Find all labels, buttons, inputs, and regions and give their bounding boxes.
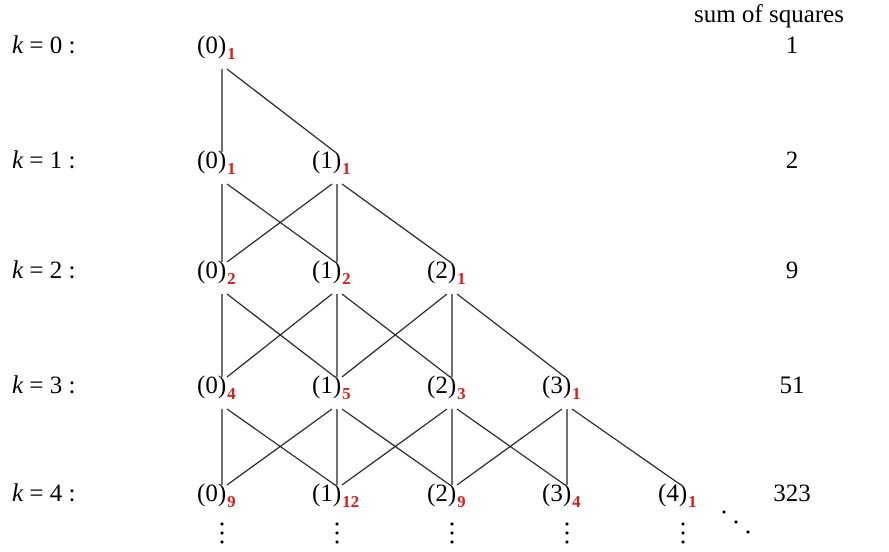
node-label: (0)	[197, 257, 227, 284]
vdots-col1	[335, 531, 339, 535]
sum-value-k0: 1	[785, 32, 799, 59]
edge-k2-j2-right	[456, 293, 566, 378]
sum-value-k1: 2	[785, 147, 799, 174]
edge-k3-j2-left	[341, 408, 448, 486]
sum-value-k3: 51	[779, 372, 805, 399]
vdots-col4	[681, 531, 685, 535]
node-count: 9	[457, 492, 466, 511]
vdots-col0	[220, 522, 224, 526]
vdots-col2	[450, 522, 454, 526]
node-count: 1	[688, 492, 697, 511]
node-count: 2	[342, 269, 351, 288]
node-label: (2)	[427, 372, 457, 399]
node-k2-j0: (0)2	[197, 257, 236, 287]
vdots-col0	[220, 531, 224, 535]
row-label-k3: k = 3 :	[12, 372, 76, 399]
node-k3-j1: (1)5	[312, 372, 351, 402]
node-label: (2)	[427, 480, 457, 507]
sum-value-k2: 9	[785, 257, 799, 284]
row-label-k1: k = 1 :	[12, 147, 76, 174]
edge-k2-j0-right	[226, 293, 336, 378]
node-label: (1)	[312, 480, 342, 507]
node-label: (3)	[542, 480, 572, 507]
node-count: 2	[227, 269, 236, 288]
row-label-k2: k = 2 :	[12, 257, 76, 284]
node-k1-j0: (0)1	[197, 147, 236, 177]
edge-k2-j2-left	[341, 293, 448, 378]
edge-k1-j0-right	[226, 183, 336, 263]
node-count: 9	[227, 492, 236, 511]
row-label-k4: k = 4 :	[12, 480, 76, 507]
vdots-col2	[450, 531, 454, 535]
node-k3-j2: (2)3	[427, 372, 466, 402]
node-k4-j0: (0)9	[197, 480, 236, 510]
node-count: 4	[227, 384, 236, 403]
node-label: (0)	[197, 372, 227, 399]
node-count: 1	[342, 159, 351, 178]
vdots-col1	[335, 522, 339, 526]
sum-value-k4: 323	[773, 480, 811, 507]
edge-k3-j0-right	[226, 408, 336, 486]
node-k0-j0: (0)1	[197, 32, 236, 62]
node-k2-j1: (1)2	[312, 257, 351, 287]
node-label: (1)	[312, 147, 342, 174]
node-count: 12	[342, 492, 360, 511]
edge-k1-j1-left	[226, 183, 333, 263]
edge-k3-j3-left	[456, 408, 563, 486]
node-count: 3	[457, 384, 466, 403]
node-label: (0)	[197, 480, 227, 507]
node-label: (4)	[658, 480, 688, 507]
row-label-k0: k = 0 :	[12, 32, 76, 59]
edge-k0-j0-right	[226, 68, 336, 153]
node-count: 1	[457, 269, 466, 288]
vdots-col3	[565, 540, 569, 544]
edge-k2-j1-right	[341, 293, 451, 378]
edge-k3-j1-left	[226, 408, 333, 486]
node-label: (1)	[312, 372, 342, 399]
node-label: (0)	[197, 147, 227, 174]
node-k2-j2: (2)1	[427, 257, 466, 287]
ddots	[734, 520, 738, 524]
edge-k3-j1-right	[341, 408, 451, 486]
edge-k1-j1-right	[341, 183, 451, 263]
vdots-col1	[335, 540, 339, 544]
vdots-col3	[565, 522, 569, 526]
vdots-col4	[681, 522, 685, 526]
node-k3-j0: (0)4	[197, 372, 236, 402]
node-label: (2)	[427, 257, 457, 284]
node-k1-j1: (1)1	[312, 147, 351, 177]
edge-k3-j2-right	[456, 408, 566, 486]
node-count: 1	[227, 44, 236, 63]
node-k4-j4: (4)1	[658, 480, 697, 510]
node-label: (1)	[312, 257, 342, 284]
node-label: (0)	[197, 32, 227, 59]
vdots-col2	[450, 540, 454, 544]
node-k4-j2: (2)9	[427, 480, 466, 510]
node-k3-j3: (3)1	[542, 372, 581, 402]
ddots	[746, 530, 750, 534]
node-label: (3)	[542, 372, 572, 399]
node-count: 5	[342, 384, 351, 403]
node-count: 4	[572, 492, 581, 511]
vdots-col3	[565, 531, 569, 535]
ddots	[722, 510, 726, 514]
node-k4-j3: (3)4	[542, 480, 581, 510]
edge-k2-j1-left	[226, 293, 333, 378]
sum-of-squares-header: sum of squares	[694, 1, 844, 28]
vdots-col0	[220, 540, 224, 544]
vdots-col4	[681, 540, 685, 544]
node-count: 1	[572, 384, 581, 403]
edge-k3-j3-right	[571, 408, 682, 486]
node-k4-j1: (1)12	[312, 480, 359, 510]
node-count: 1	[227, 159, 236, 178]
